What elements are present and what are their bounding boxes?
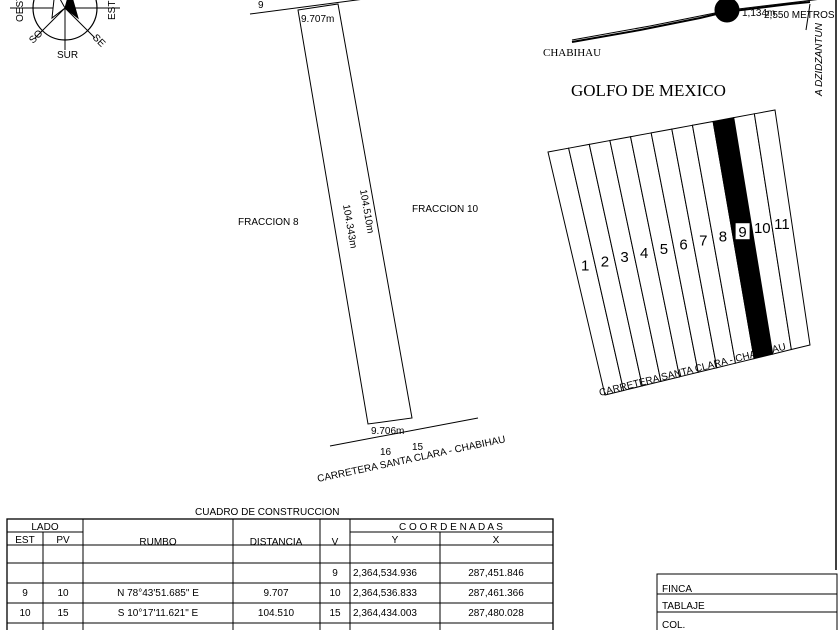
lot-label: 3 [620,249,628,266]
lot-label: 5 [660,241,668,258]
compass-east: ESTE [107,0,118,20]
compass-rose [10,0,120,50]
sea-label: GOLFO DE MEXICO [571,81,726,100]
location-map [571,0,837,570]
cell-est: 10 [19,608,31,619]
cell-x: 287,461.366 [468,588,524,599]
h-v: V [332,537,339,548]
cell-v: 9 [332,568,338,579]
cell-pv: 15 [57,608,69,619]
fraccion-8: FRACCION 8 [238,217,299,228]
cell-y: 2,364,534.936 [353,568,417,579]
cell-y: 2,364,536.833 [353,588,417,599]
lot-11 [753,109,811,351]
lot-label: 2 [601,253,609,270]
cell-dist: 104.510 [258,608,295,619]
h-dist: DISTANCIA [250,537,303,548]
lot-label: 9 [738,224,746,241]
construction-table [6,518,554,630]
town-chabihau: CHABIHAU [543,47,601,59]
cell-dist: 9.707 [263,588,288,599]
lot-label: 11 [774,216,790,233]
h-rumbo: RUMBO [139,537,176,548]
lot-label: 7 [699,233,707,250]
title-block [656,573,838,630]
right-length: 104.510m [357,189,376,235]
cell-pv: 10 [57,588,69,599]
table-title: CUADRO DE CONSTRUCCION [195,507,339,518]
vertex-15: 15 [412,442,424,453]
parcel-drawing [249,0,479,447]
tablaje-label: TABLAJE [662,601,705,612]
h-y: Y [392,535,399,546]
compass-south: SUR [57,50,78,61]
finca-label: FINCA [662,584,692,595]
cell-v: 15 [329,608,341,619]
cell-y: 2,364,434.003 [353,608,417,619]
bottom-width: 9.706m [371,426,404,437]
top-width: 9.707m [301,14,334,25]
lot-label: 8 [719,228,727,245]
col-label: COL. [662,620,685,630]
vertex-9: 9 [258,0,264,11]
lot-label: 10 [754,220,771,237]
lot-label: 1 [581,258,589,275]
lot-label: 4 [640,245,648,262]
compass-west: OESTE [15,0,26,22]
h-lado: LADO [31,522,58,533]
h-pv: PV [56,535,70,546]
road-to-dzidzantun: A DZIDZANTUN [814,22,825,97]
lot-label: 6 [679,237,687,254]
cell-est: 9 [22,588,28,599]
h-x: X [493,535,500,546]
cell-x: 287,480.028 [468,608,524,619]
h-coord: C O O R D E N A D A S [399,522,503,533]
cell-x: 287,451.846 [468,568,524,579]
cell-v: 10 [329,588,341,599]
dist-1: 1,134m [742,8,775,19]
fraccion-10: FRACCION 10 [412,204,479,215]
h-est: EST [15,535,34,546]
dist-2: 2,550 METROS [764,10,835,21]
cell-rumbo: S 10°17'11.621" E [118,608,199,619]
cell-rumbo: N 78°43'51.685" E [117,588,199,599]
vertex-16: 16 [380,447,392,458]
left-length: 104.343m [340,204,359,250]
